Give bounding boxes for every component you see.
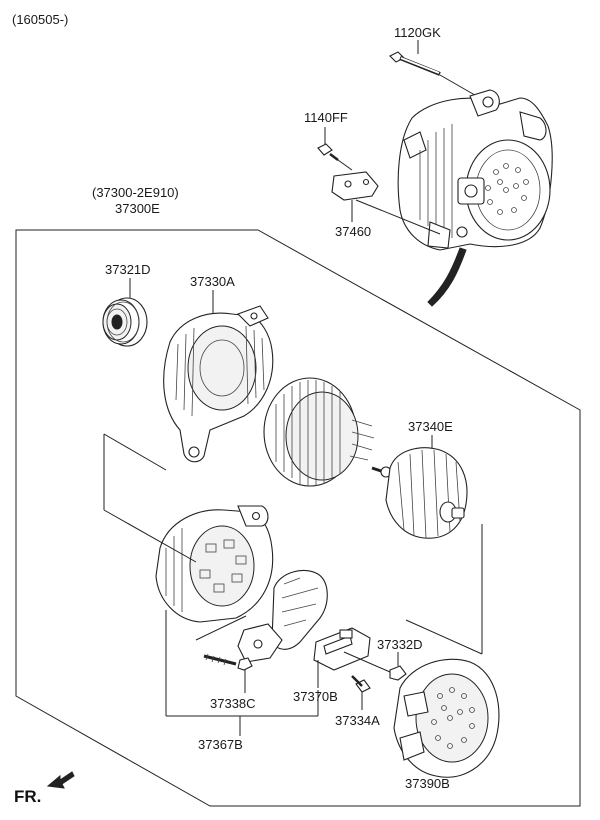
rotor-37340e (371, 435, 468, 539)
date-code-label: (160505-) (12, 12, 68, 27)
brush-holder-37370b (313, 627, 371, 688)
part-label-37370b: 37370B (293, 689, 338, 704)
pulley-37321d (102, 278, 148, 347)
bolt-1120gk (389, 40, 481, 99)
rear-cover-37390b (393, 658, 500, 778)
bracket-37460 (331, 171, 379, 222)
part-label-37338c: 37338C (210, 696, 256, 711)
part-label-1140ff: 1140FF (304, 110, 348, 125)
screw-37334a (351, 675, 371, 710)
front-arrow-icon (46, 771, 75, 789)
rectifier-plate (237, 570, 328, 663)
part-label-37321d: 37321D (105, 262, 151, 277)
part-label-1120gk: 1120GK (394, 25, 441, 40)
front-direction-label: FR. (14, 787, 41, 806)
alternator-assembly (355, 89, 553, 251)
assembly-outline (15, 229, 581, 807)
stator (263, 377, 375, 487)
front-housing-37330a (163, 290, 274, 463)
part-label-37332d: 37332D (377, 637, 423, 652)
leader-lines (103, 433, 483, 736)
assembly-label-37300e: 37300E (115, 201, 160, 216)
rear-housing-37367b (155, 505, 274, 623)
part-label-37390b: 37390B (405, 776, 450, 791)
nut-37332d (343, 651, 407, 681)
part-label-37460: 37460 (335, 224, 371, 239)
bolt-37338c (203, 653, 253, 693)
part-label-37330a: 37330A (190, 274, 235, 289)
assembly-alt-label: (37300-2E910) (92, 185, 179, 200)
bolt-1140ff (317, 127, 353, 171)
part-label-37367b: 37367B (198, 737, 243, 752)
assembly-pointer-arrow (427, 247, 467, 307)
part-label-37340e: 37340E (408, 419, 453, 434)
part-label-37334a: 37334A (335, 713, 380, 728)
